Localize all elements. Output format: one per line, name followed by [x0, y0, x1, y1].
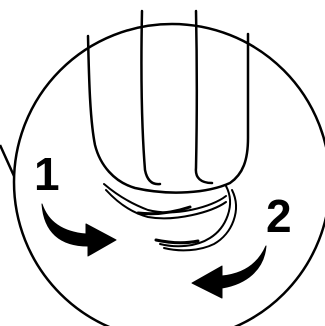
step-2-label: 2	[266, 190, 292, 242]
finger-crease-right	[196, 11, 212, 183]
magnifier-circle	[14, 24, 325, 326]
finger-crease-left	[141, 11, 160, 184]
step-2-arrow	[192, 246, 266, 298]
nail-edge-upper	[104, 184, 226, 212]
callout-leader-line	[0, 145, 14, 176]
step-1-arrow	[42, 204, 116, 256]
rim-edge-curve	[160, 186, 230, 246]
step-1-label: 1	[34, 148, 60, 200]
nail-tip-mark	[138, 207, 190, 214]
finger-outline	[88, 34, 248, 193]
rim-edge-mark	[156, 240, 198, 243]
